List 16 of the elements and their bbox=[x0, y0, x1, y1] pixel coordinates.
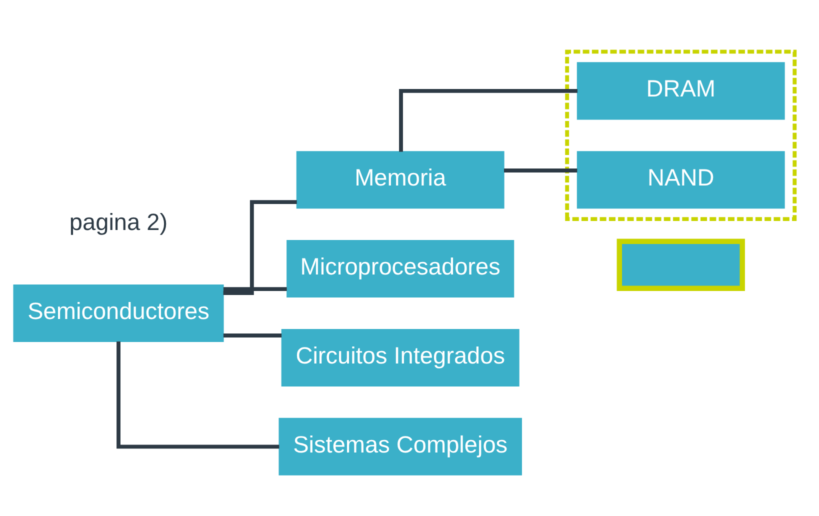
connector bbox=[399, 88, 578, 152]
node-box: DRAM bbox=[576, 62, 785, 120]
node-box: Sistemas Complejos bbox=[278, 418, 522, 476]
connector bbox=[116, 342, 280, 449]
node-box: NAND bbox=[576, 151, 785, 209]
node-box: Memoria bbox=[296, 151, 504, 209]
label: pagina 2) bbox=[69, 209, 168, 236]
connector bbox=[223, 200, 297, 295]
connector bbox=[223, 334, 282, 338]
node-box: Microprocesadores bbox=[286, 240, 514, 298]
connector bbox=[504, 168, 578, 172]
connector bbox=[223, 287, 287, 292]
cluster bbox=[565, 50, 797, 222]
node-box bbox=[616, 238, 745, 292]
node-box: Circuitos Integrados bbox=[281, 328, 520, 386]
node-box: Semiconductores bbox=[13, 284, 224, 342]
